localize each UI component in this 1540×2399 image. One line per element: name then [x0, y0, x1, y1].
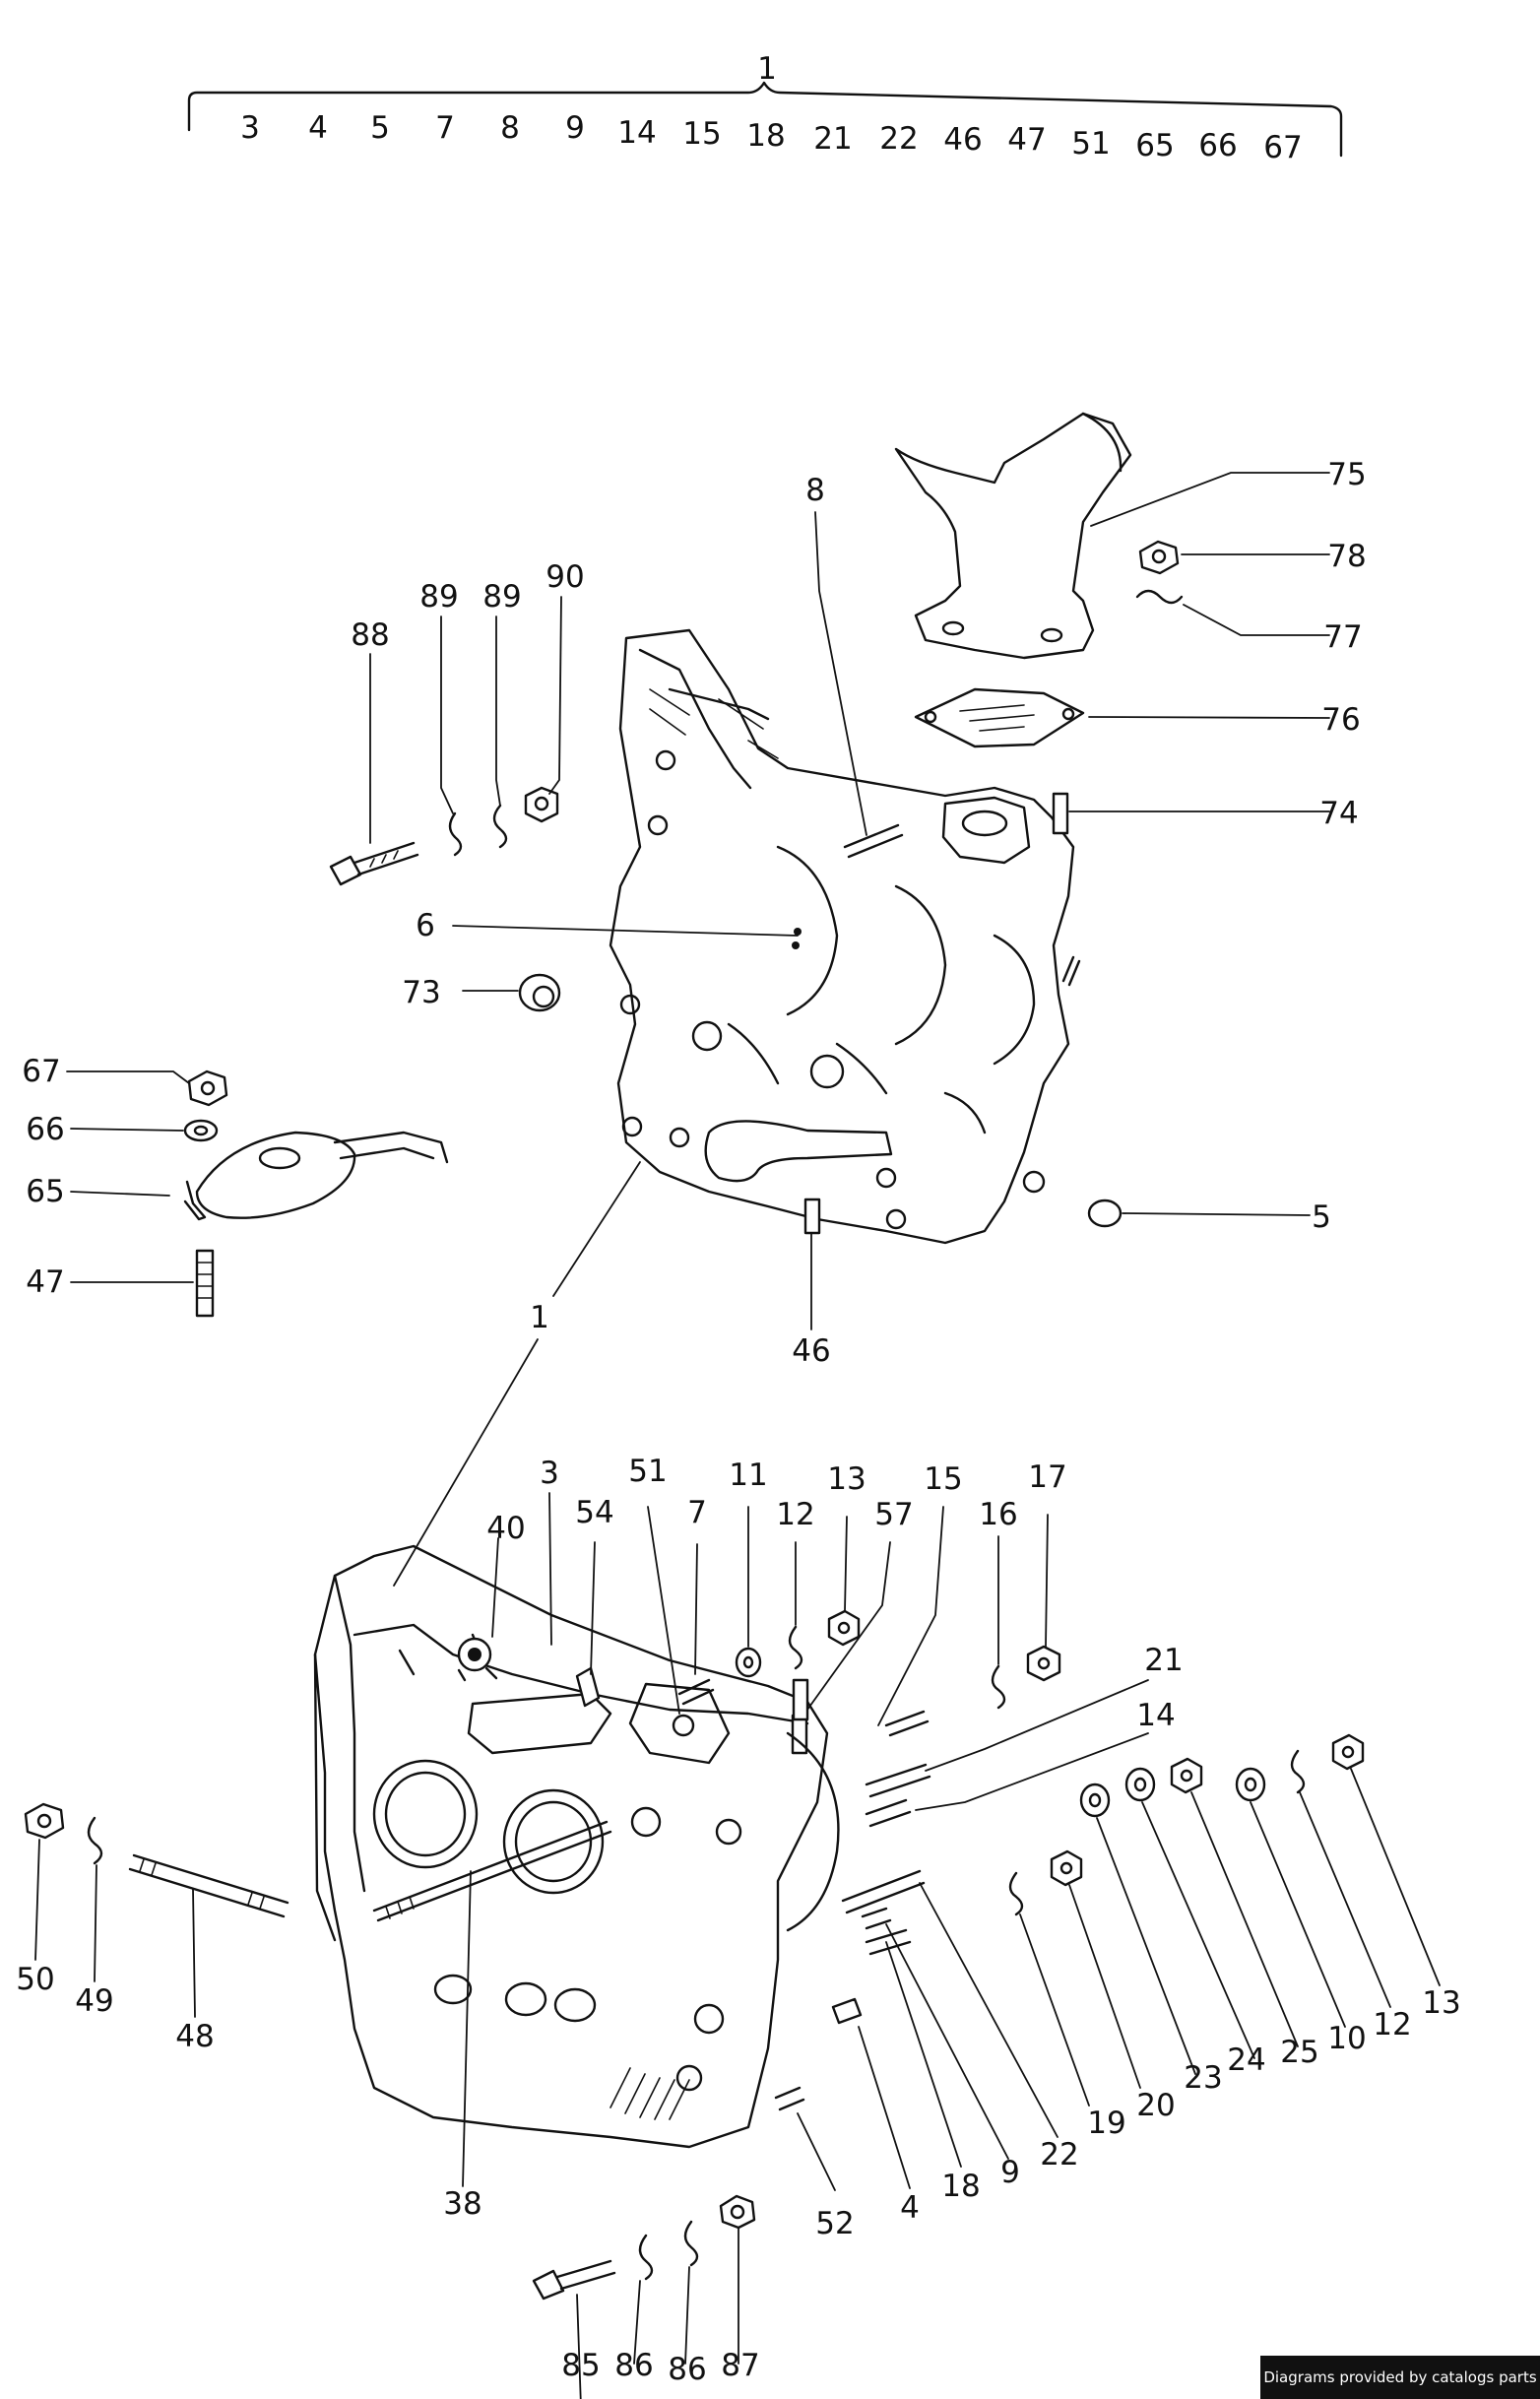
callout-lower-29: 52	[815, 2206, 854, 2241]
lower-crankcase-half	[313, 1544, 931, 2149]
component-number-8: 18	[746, 118, 785, 154]
component-number-3: 7	[435, 110, 455, 146]
callout-upper-11: 73	[402, 975, 440, 1010]
callout-lower-30: 38	[443, 2186, 481, 2222]
diagram-credit-badge: Diagrams provided by catalogs parts	[1260, 2356, 1540, 2399]
callout-upper-14: 66	[26, 1112, 64, 1147]
callout-lower-5: 17	[1028, 1459, 1066, 1495]
callout-lower-2: 11	[729, 1458, 767, 1493]
callout-lower-9: 12	[776, 1497, 814, 1532]
component-number-14: 65	[1135, 128, 1174, 163]
component-number-15: 66	[1198, 128, 1237, 163]
component-number-row: 3 4 5 7 8 9 14 15 18 21 22 46 47 51 65 66 67	[240, 110, 1303, 165]
callout-lower-22: 23	[1184, 2060, 1222, 2096]
callout-upper-1: 78	[1327, 539, 1366, 574]
callout-upper-13: 67	[22, 1054, 60, 1089]
callout-lower-28: 4	[900, 2190, 920, 2226]
callout-lower-25: 22	[1040, 2137, 1078, 2172]
callout-lower-23: 20	[1136, 2088, 1175, 2123]
component-number-2: 5	[370, 110, 390, 146]
component-number-13: 51	[1071, 126, 1110, 162]
callout-upper-6: 88	[351, 617, 389, 653]
callout-upper-10: 6	[416, 908, 435, 943]
callout-lower-32: 86	[614, 2348, 653, 2383]
leader-lines	[34, 472, 1441, 2399]
callout-upper-8: 89	[482, 579, 521, 615]
callout-lower-24: 19	[1087, 2106, 1125, 2141]
lower-top-hardware	[735, 1609, 1061, 1721]
component-number-1: 4	[308, 110, 328, 146]
callout-upper-17: 46	[792, 1333, 830, 1369]
callout-lower-3: 13	[827, 1461, 866, 1497]
callout-lower-27: 18	[941, 2169, 980, 2204]
callout-upper-9: 90	[545, 559, 584, 595]
callout-lower-0: 3	[540, 1456, 559, 1491]
oil-breather-parts	[894, 412, 1132, 748]
callout-upper-4: 74	[1319, 796, 1358, 831]
component-number-5: 9	[565, 110, 585, 146]
component-number-16: 67	[1263, 130, 1302, 165]
callout-lower-21: 24	[1227, 2042, 1265, 2078]
callout-lower-18: 12	[1373, 2007, 1411, 2042]
callout-lower-16: 48	[175, 2019, 214, 2054]
callout-lower-15: 49	[75, 1983, 113, 2019]
callout-lower-19: 10	[1327, 2021, 1366, 2056]
callout-upper-12: 5	[1312, 1200, 1331, 1235]
component-number-0: 3	[240, 110, 260, 146]
callout-upper-3: 76	[1321, 702, 1360, 738]
callout-upper-5: 8	[805, 473, 825, 508]
component-number-6: 14	[617, 115, 656, 151]
callout-upper-2: 77	[1323, 619, 1362, 655]
callout-lower-33: 86	[668, 2352, 706, 2387]
component-number-12: 47	[1007, 122, 1046, 158]
callout-lower-12: 21	[1144, 1643, 1183, 1678]
component-number-4: 8	[500, 110, 520, 146]
callout-lower-17: 13	[1422, 1985, 1460, 2021]
callout-lower-31: 85	[561, 2348, 600, 2383]
lower-hardware	[24, 1802, 756, 2301]
callout-lower-34: 87	[721, 2348, 759, 2383]
upper-hardware	[183, 540, 1184, 1318]
callout-lower-1: 51	[628, 1454, 667, 1489]
callout-lower-11: 16	[979, 1497, 1017, 1532]
callout-lower-8: 7	[687, 1495, 707, 1530]
assembly-number-label: 1	[757, 51, 777, 87]
component-number-7: 15	[682, 116, 721, 152]
lower-right-hardware	[1008, 1733, 1365, 1916]
callout-lower-6: 40	[486, 1511, 525, 1546]
callout-lower-7: 54	[575, 1495, 613, 1530]
callout-lower-14: 50	[16, 1962, 54, 1997]
assembly-bracket: 1	[187, 51, 1343, 158]
callout-upper-7: 89	[419, 579, 458, 615]
component-number-9: 21	[813, 121, 852, 157]
callout-upper-15: 65	[26, 1174, 64, 1209]
callout-lower-4: 15	[924, 1461, 962, 1497]
callout-lower-13: 14	[1136, 1698, 1175, 1733]
component-number-11: 46	[943, 122, 982, 158]
callout-upper-18: 1	[530, 1300, 549, 1335]
upper-crankcase-half	[609, 628, 1081, 1245]
callout-lower-10: 57	[874, 1497, 913, 1532]
credit-text: Diagrams provided by catalogs parts	[1263, 2368, 1537, 2386]
component-number-10: 22	[879, 121, 918, 157]
callout-lower-26: 9	[1000, 2155, 1020, 2190]
callout-upper-16: 47	[26, 1264, 64, 1300]
callout-upper-0: 75	[1327, 457, 1366, 492]
callout-lower-20: 25	[1280, 2035, 1318, 2070]
